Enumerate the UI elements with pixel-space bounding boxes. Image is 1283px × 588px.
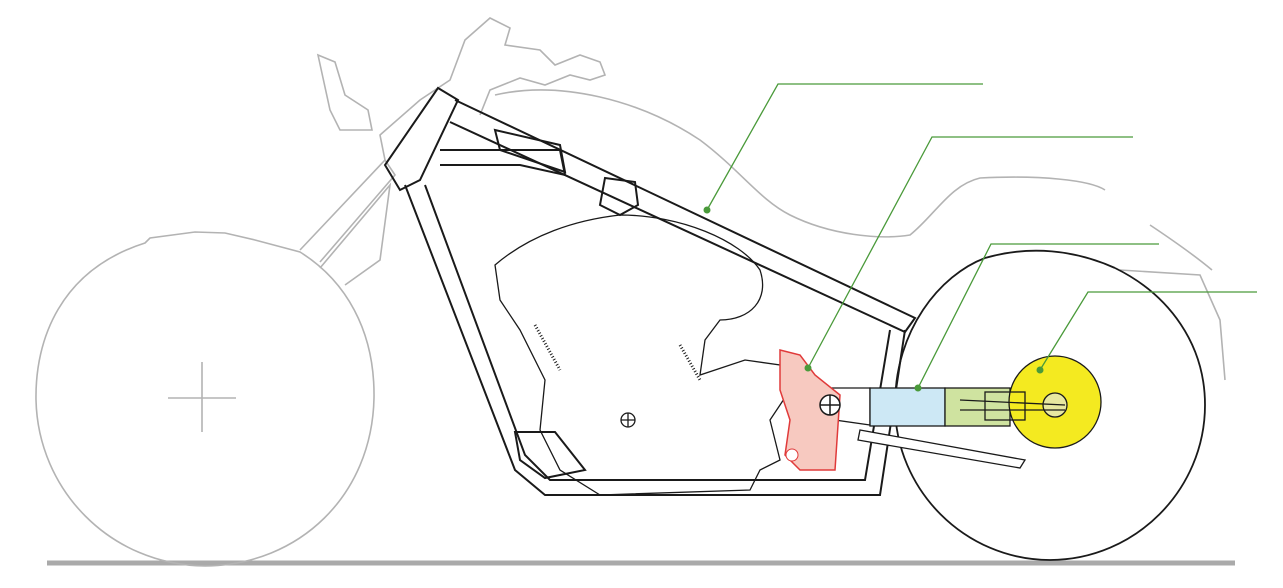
swingarm (824, 355, 1102, 469)
bodywork-outline (316, 17, 1226, 381)
front-wheel (35, 231, 375, 567)
callout-swingarm-pivot-plate (807, 136, 1133, 369)
callout-swingarm (917, 243, 1159, 389)
callout-leaders (706, 83, 1257, 389)
engine-outline (494, 214, 791, 496)
swingarm-front-section (869, 387, 946, 427)
callout-dots (703, 206, 1044, 392)
swingarm-pivot-plate (779, 349, 841, 471)
callout-frame-top-tube (706, 83, 983, 211)
callout-rear-axle-hub (1039, 291, 1257, 371)
front-fork (299, 158, 397, 286)
